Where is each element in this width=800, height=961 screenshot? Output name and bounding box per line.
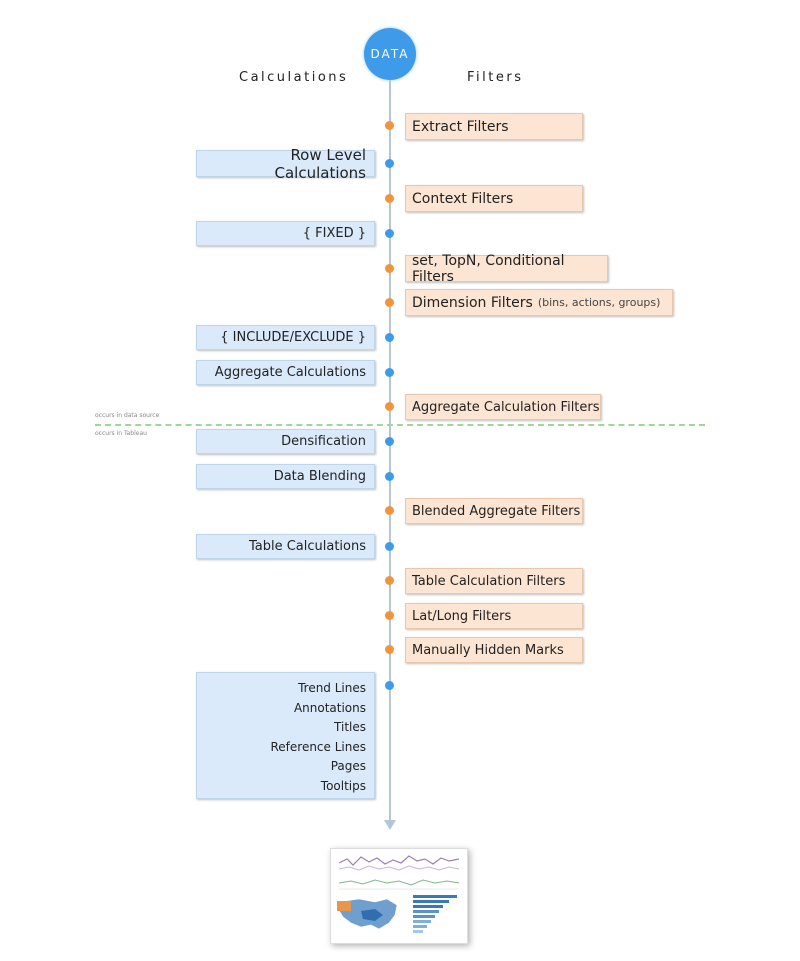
densification-box: Densification xyxy=(196,429,375,454)
flow-arrow-icon xyxy=(384,820,396,830)
row-level-calculations-box: Row Level Calculations xyxy=(196,146,375,182)
filter-connector-dot xyxy=(385,506,394,515)
reference-lines-item: Reference Lines xyxy=(270,739,366,754)
filters-heading: Filters xyxy=(467,70,524,85)
set-topn-conditional-filters-box: set, TopN, Conditional Filters xyxy=(405,253,608,285)
dimension-filters-label: Dimension Filters xyxy=(412,294,533,311)
manually-hidden-marks-box: Manually Hidden Marks xyxy=(405,637,583,663)
flow-spine xyxy=(389,80,391,822)
dashboard-thumbnail xyxy=(330,848,468,944)
filter-connector-dot xyxy=(385,194,394,203)
data-source-node: DATA xyxy=(364,28,416,80)
dashboard-thumbnail-graphic xyxy=(331,849,467,943)
titles-item: Titles xyxy=(334,720,366,735)
table-calculation-filters-box: Table Calculation Filters xyxy=(405,568,583,594)
aggregate-calculations-box: Aggregate Calculations xyxy=(196,360,375,385)
extract-filters-box: Extract Filters xyxy=(405,113,583,140)
final-rendering-steps-box: Trend Lines Annotations Titles Reference… xyxy=(196,672,375,799)
table-calculations-box: Table Calculations xyxy=(196,534,375,559)
dimension-filters-box: Dimension Filters (bins, actions, groups… xyxy=(405,289,673,316)
filter-connector-dot xyxy=(385,298,394,307)
filter-connector-dot xyxy=(385,121,394,130)
tooltips-item: Tooltips xyxy=(320,778,366,793)
calc-connector-dot xyxy=(385,159,394,168)
calculations-heading: Calculations xyxy=(239,70,349,85)
data-source-divider xyxy=(95,424,705,426)
filter-connector-dot xyxy=(385,611,394,620)
dimension-filters-note: (bins, actions, groups) xyxy=(537,296,661,309)
pages-item: Pages xyxy=(330,759,366,774)
blended-aggregate-filters-box: Blended Aggregate Filters xyxy=(405,498,583,524)
zone-label-data-source: occurs in data source xyxy=(95,412,160,419)
calc-connector-dot xyxy=(385,437,394,446)
calc-connector-dot xyxy=(385,229,394,238)
zone-label-tableau: occurs in Tableau xyxy=(95,430,147,437)
calc-connector-dot xyxy=(385,333,394,342)
fixed-lod-box: { FIXED } xyxy=(196,221,375,246)
calc-connector-dot xyxy=(385,681,394,690)
calc-connector-dot xyxy=(385,542,394,551)
include-exclude-lod-box: { INCLUDE/EXCLUDE } xyxy=(196,325,375,350)
filter-connector-dot xyxy=(385,264,394,273)
context-filters-box: Context Filters xyxy=(405,185,583,212)
filter-connector-dot xyxy=(385,402,394,411)
trend-lines-item: Trend Lines xyxy=(298,681,366,695)
data-label: DATA xyxy=(370,47,410,61)
filter-connector-dot xyxy=(385,645,394,654)
aggregate-calculation-filters-box: Aggregate Calculation Filters xyxy=(405,394,601,420)
data-blending-box: Data Blending xyxy=(196,464,375,489)
filter-connector-dot xyxy=(385,576,394,585)
calc-connector-dot xyxy=(385,472,394,481)
annotations-item: Annotations xyxy=(293,700,366,715)
calc-connector-dot xyxy=(385,368,394,377)
lat-long-filters-box: Lat/Long Filters xyxy=(405,603,583,629)
